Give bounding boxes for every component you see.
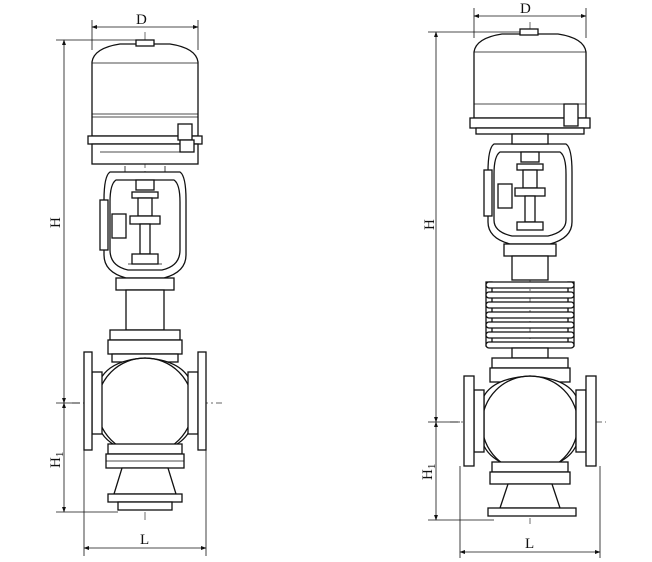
dimension-d-2 bbox=[473, 8, 587, 38]
dimension-h1-2 bbox=[428, 421, 494, 521]
standard-valve-drawing: D H H1 L bbox=[48, 12, 222, 556]
bonnet bbox=[107, 277, 183, 363]
label-l: L bbox=[140, 532, 149, 548]
valve-body bbox=[83, 351, 207, 455]
dimension-h-2 bbox=[428, 31, 520, 423]
dimension-h1 bbox=[56, 402, 118, 513]
bellows-valve-drawing: D H H1 L bbox=[420, 1, 606, 558]
dimension-h bbox=[56, 39, 136, 404]
bottom-flange bbox=[105, 443, 185, 511]
label-d-2: D bbox=[520, 1, 531, 17]
bottom-flange-2 bbox=[487, 461, 577, 517]
actuator-housing bbox=[87, 39, 203, 165]
label-h1-2: H1 bbox=[420, 464, 438, 480]
label-h-2: H bbox=[422, 219, 438, 230]
actuator-housing-2 bbox=[469, 28, 591, 135]
valve-body-2 bbox=[463, 375, 597, 473]
label-d: D bbox=[136, 12, 147, 28]
label-h1: H1 bbox=[48, 452, 66, 468]
dimension-l bbox=[83, 450, 207, 556]
valve-stem bbox=[128, 179, 162, 265]
valve-stem-2 bbox=[514, 151, 546, 231]
dimension-d bbox=[91, 20, 199, 50]
label-l-2: L bbox=[525, 536, 534, 552]
bellows-extension bbox=[485, 243, 575, 359]
label-h: H bbox=[48, 217, 64, 228]
dimension-l-2 bbox=[459, 466, 601, 558]
